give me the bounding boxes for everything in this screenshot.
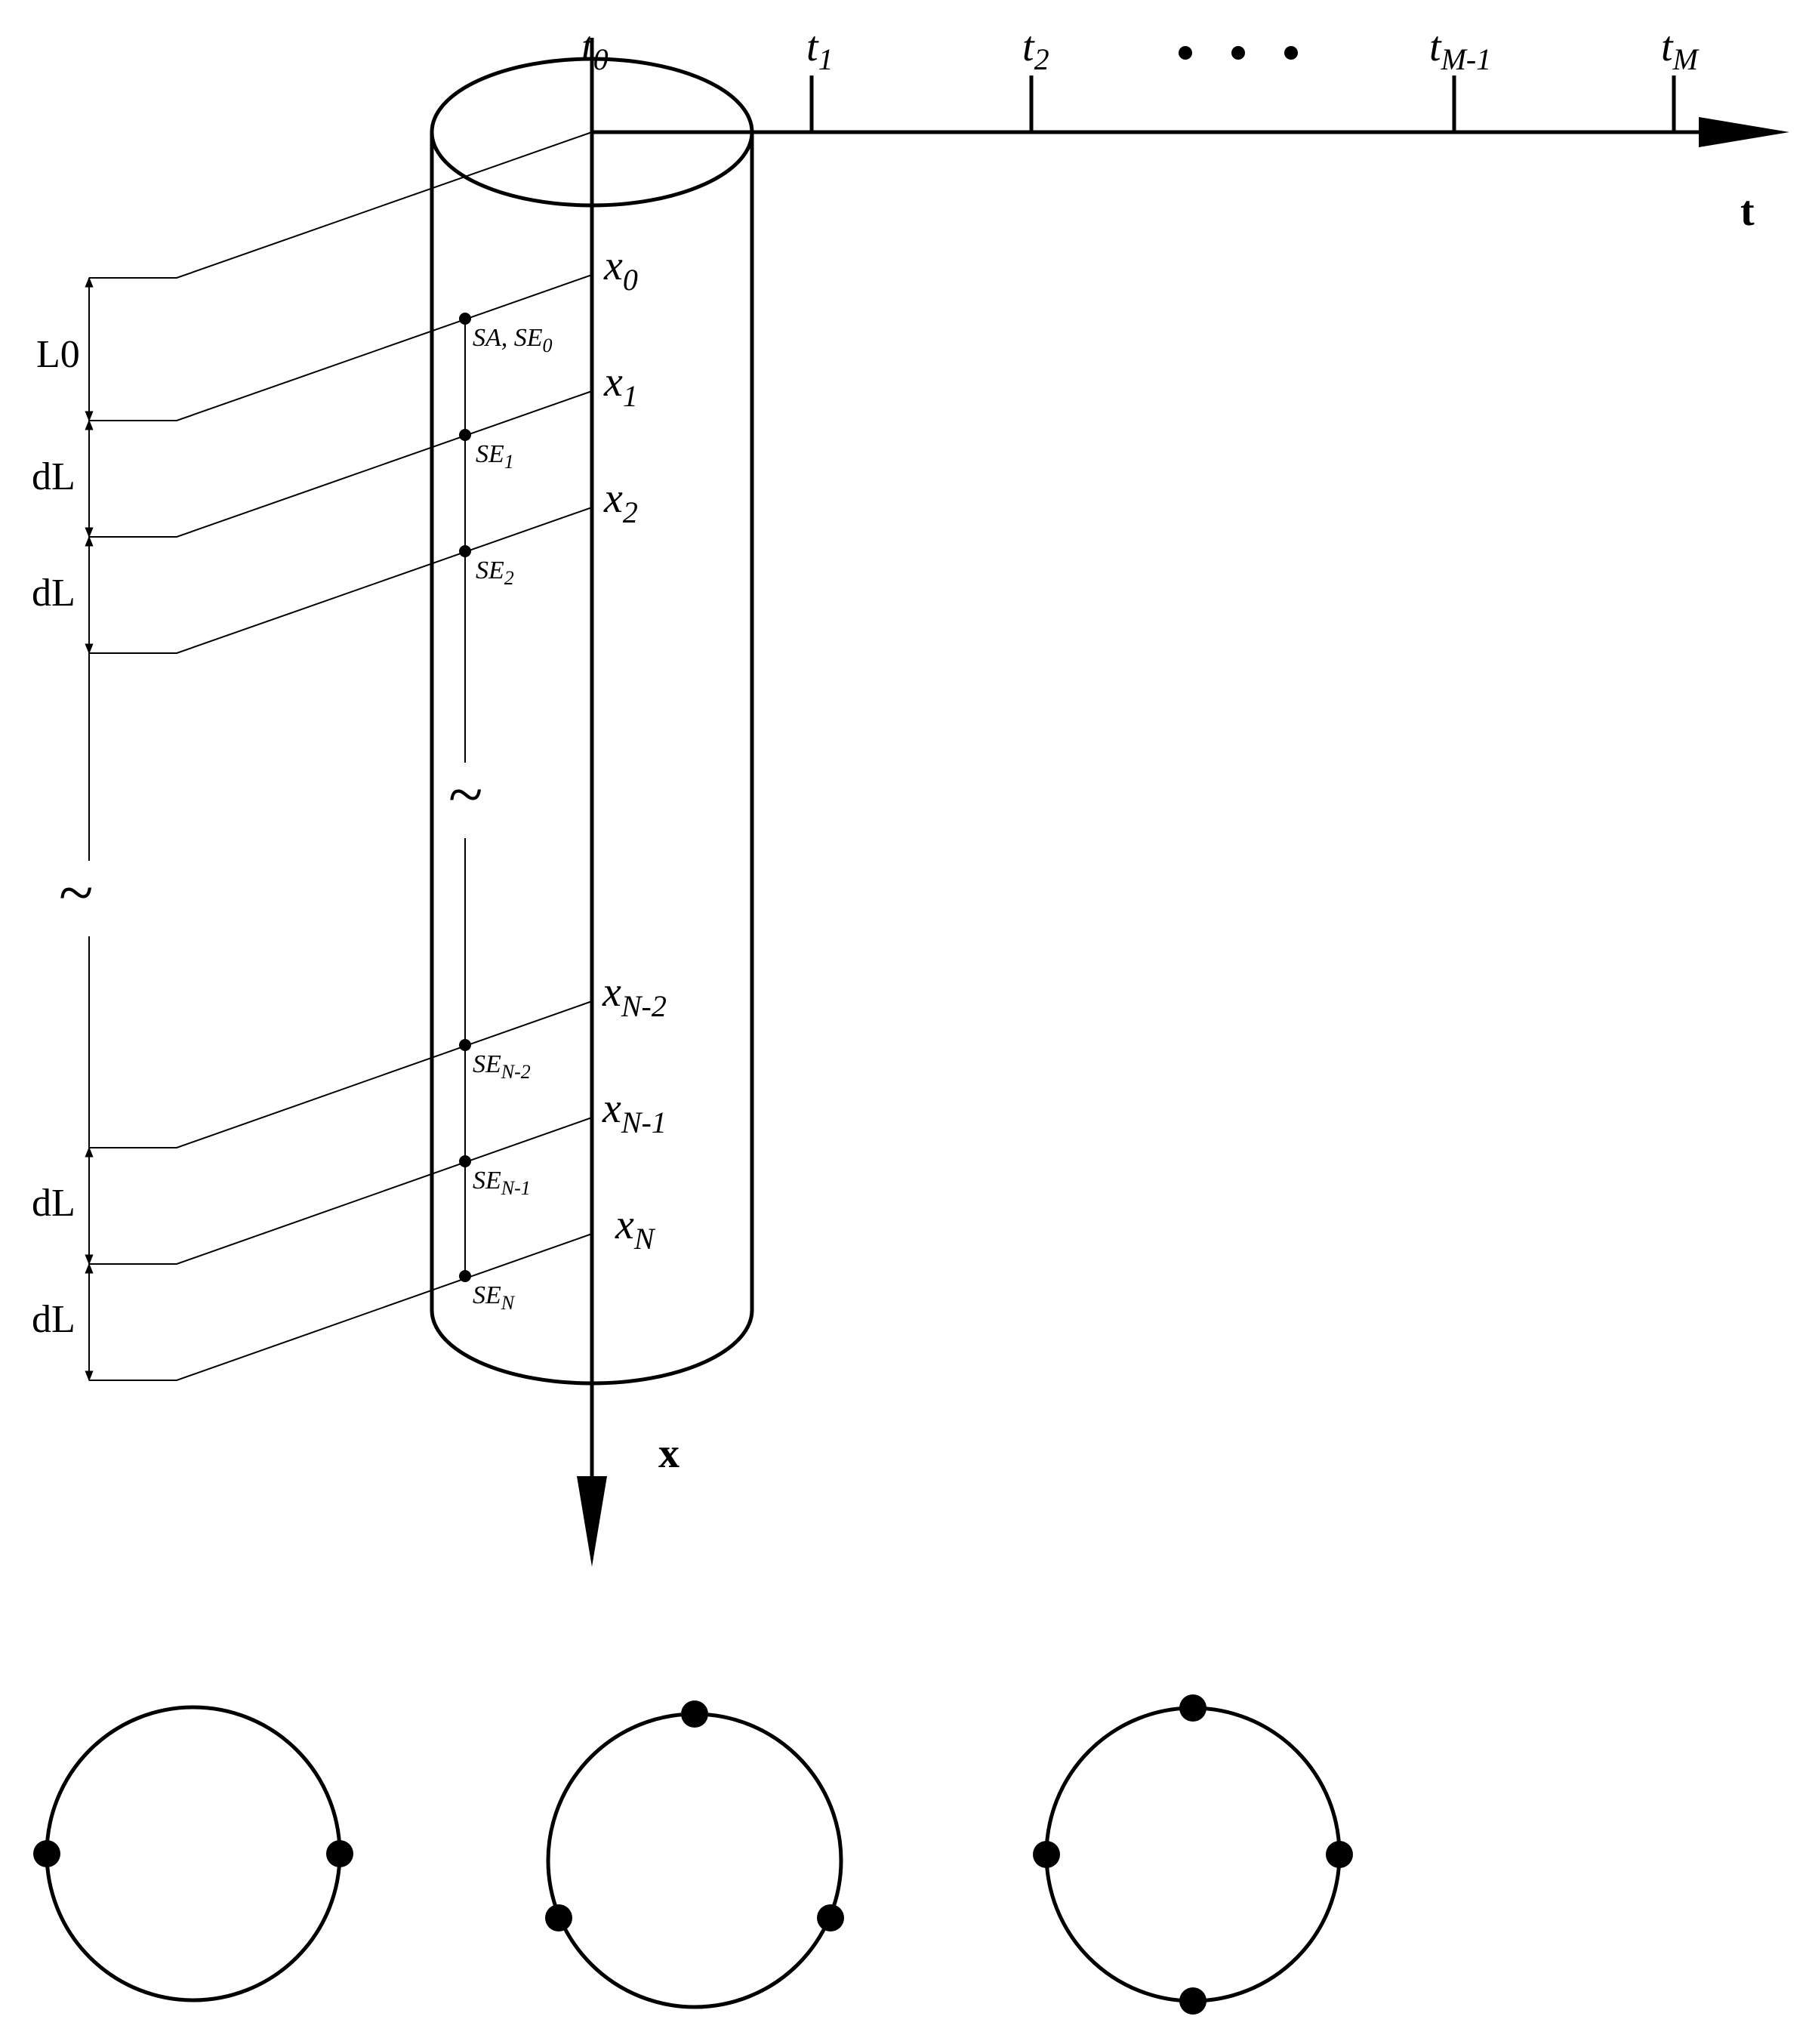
sensor-dot [33, 1840, 60, 1867]
sensor-label: SE2 [476, 556, 514, 589]
sensor-label: SEN-2 [473, 1050, 531, 1083]
depth-axis: x [577, 38, 680, 1567]
sensor-dot [817, 1904, 844, 1931]
cross-section-circle [1044, 1706, 1342, 2003]
dimension-break-symbol: ~ [59, 858, 93, 928]
depth-level-label: xN-1 [602, 1085, 667, 1139]
tick-label-t0: t0 [581, 23, 609, 76]
time-axis-label: t [1740, 188, 1755, 235]
leader-line-xN [89, 1233, 593, 1381]
dimension-label-dL: dL [32, 1298, 76, 1341]
tick-label-t2: t2 [1022, 23, 1049, 76]
dimension-label-L0: L0 [36, 333, 80, 376]
depth-axis-arrowhead [577, 1476, 607, 1567]
sensor-dot [326, 1840, 353, 1867]
leader-line-x2 [89, 507, 593, 654]
dimension-label-dL: dL [32, 455, 76, 498]
cable-break-symbol: ~ [448, 760, 482, 830]
sensor-label: SEN-1 [473, 1167, 531, 1199]
depth-level-label: x1 [603, 359, 638, 413]
cross-section-circle [546, 1712, 843, 2009]
sensor-point [459, 1039, 471, 1051]
cross-section-circle [45, 1705, 342, 2002]
time-axis-arrowhead [1699, 117, 1789, 147]
cross-section-layouts [33, 1694, 1353, 2015]
tick-label-tM-1: tM-1 [1429, 23, 1491, 76]
sensor-label: SA, SE0 [473, 324, 553, 356]
sensor-point [459, 1155, 471, 1167]
sensor-cable: ~ SA, SE0 SE1 SE2 SEN-2 SEN-1 SEN [448, 313, 553, 1314]
tick-label-t1: t1 [806, 23, 834, 76]
depth-level-label: xN-2 [602, 969, 667, 1023]
sensor-dot [1033, 1841, 1060, 1868]
depth-level-label: x2 [603, 475, 638, 529]
cross-section-3-sensors [545, 1700, 844, 2009]
depth-level-label: xN [615, 1201, 656, 1256]
leader-line-x0 [89, 274, 593, 421]
time-axis: t0 t1 t2 tM-1 tM t [581, 23, 1789, 235]
dimension-lines: ~ L0 dL dL dL dL [32, 276, 94, 1382]
cross-section-2-sensors [33, 1705, 353, 2002]
depth-axis-label: x [658, 1430, 680, 1477]
ellipsis-dot [1231, 46, 1245, 60]
sensor-dot [681, 1700, 708, 1728]
sensor-label: SEN [473, 1281, 516, 1314]
tick-label-tM: tM [1661, 23, 1700, 76]
sensor-dot [1179, 1694, 1207, 1722]
leader-line-x1 [89, 390, 593, 538]
dimension-label-dL: dL [32, 572, 76, 615]
leader-line-xN-1 [89, 1117, 593, 1265]
dimension-label-dL: dL [32, 1182, 76, 1225]
leader-line-top [89, 131, 593, 279]
sensor-label: SE1 [476, 440, 514, 473]
cross-section-4-sensors [1033, 1694, 1353, 2015]
leader-lines: x0 x1 x2 xN-2 xN-1 xN [89, 131, 667, 1381]
leader-line-xN-2 [89, 1000, 593, 1148]
ellipsis-dot [1179, 46, 1192, 60]
sensor-dot [545, 1904, 572, 1931]
depth-level-label: x0 [603, 242, 638, 297]
sensor-dot [1179, 1987, 1207, 2015]
sensor-dot [1326, 1841, 1353, 1868]
ellipsis-dot [1284, 46, 1298, 60]
